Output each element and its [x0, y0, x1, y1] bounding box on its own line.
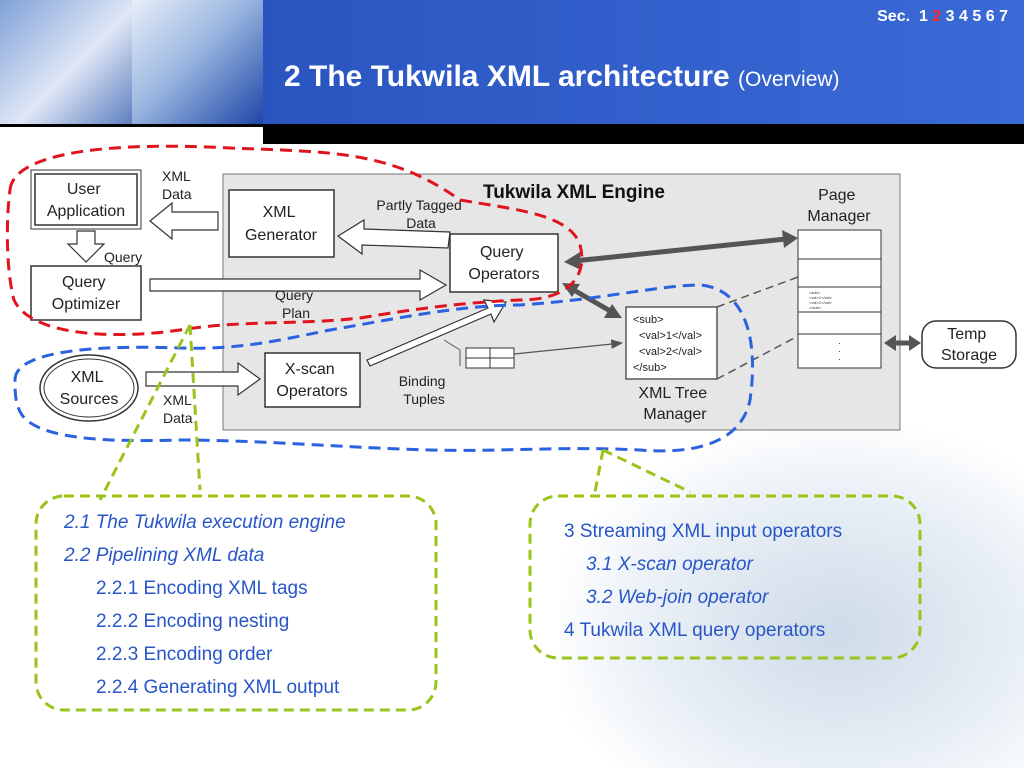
partly-tagged-data-label: Partly Tagged Data — [376, 197, 465, 231]
section-page-1[interactable]: 1 — [918, 8, 928, 25]
section-page-6[interactable]: 6 — [985, 8, 995, 25]
outline-right-item-2[interactable]: 3.1 X-scan operator — [586, 554, 753, 575]
section-label: Sec. — [877, 8, 911, 25]
user-application-box: User Application — [30, 169, 142, 230]
green-connector-left — [98, 324, 202, 501]
svg-text:·: · — [838, 338, 841, 348]
outline-left-item-5[interactable]: 2.2.3 Encoding order — [96, 644, 273, 665]
query-plan-arrow — [149, 268, 448, 302]
section-navigator: Sec. 1 2 3 4 5 6 7 — [877, 8, 1008, 26]
xml-tree-box: <sub> <val>1</val> <val>2</val> </sub> — [625, 306, 718, 380]
query-optimizer-box: Query Optimizer — [30, 265, 142, 321]
xml-tree-manager-label: XML Tree Manager — [638, 385, 711, 423]
svg-text:User Application: User Application — [47, 181, 125, 220]
svg-text:·: · — [838, 354, 841, 364]
query-label: Query — [104, 249, 142, 265]
xscan-operators-box: X-scan Operators — [264, 352, 361, 408]
svg-text:Query Optimizer: Query Optimizer — [52, 274, 121, 313]
header-photo-laptop — [0, 0, 132, 124]
header-photo-mouse — [132, 0, 263, 124]
svg-text:<val>2</val>: <val>2</val> — [809, 300, 833, 305]
section-page-5[interactable]: 5 — [972, 8, 982, 25]
slide-title-main: 2 The Tukwila XML architecture — [284, 60, 730, 93]
outline-left-item-3[interactable]: 2.2.1 Encoding XML tags — [96, 578, 308, 599]
outline-left-item-4[interactable]: 2.2.2 Encoding nesting — [96, 611, 290, 632]
svg-text:XML Generator: XML Generator — [245, 204, 318, 244]
svg-text:<val>1</val>: <val>1</val> — [809, 295, 833, 300]
svg-text:<sub> <val>1</val>: <sub> <val>1</val> <val>2</val> </sub> — [633, 314, 705, 374]
header-band — [263, 0, 1024, 124]
header-divider-left — [0, 124, 263, 127]
xml-generator-box: XML Generator — [228, 189, 335, 258]
background-photo — [560, 430, 1024, 768]
svg-text:Query Operators: Query Operators — [468, 244, 539, 283]
xml-sources-arrow — [145, 361, 262, 397]
slide-title: 2 The Tukwila XML architecture (Overview… — [284, 60, 840, 94]
query-operators-box: Query Operators — [449, 233, 559, 293]
xml-data-arrow-left — [149, 201, 219, 241]
page-temp-arrow — [884, 335, 921, 351]
page-manager-label: Page Manager — [807, 187, 871, 225]
partly-tagged-arrow — [336, 218, 451, 256]
user-application-line2: Application — [47, 203, 125, 220]
xml-sources-node: XML Sources — [39, 354, 139, 422]
tree-page-link-bottom — [716, 335, 799, 380]
page-manager-stack: <sub> <val>1</val> <val>2</val> </sub> ·… — [797, 229, 882, 369]
left-outline-box — [34, 494, 438, 712]
query-arrow-down — [66, 230, 106, 263]
header-divider — [263, 124, 1024, 144]
query-plan-label: Query Plan — [275, 287, 317, 321]
xml-data-bottom-label: XML Data — [163, 392, 195, 426]
outline-left-item-1[interactable]: 2.1 The Tukwila execution engine — [64, 512, 346, 533]
tree-page-link-top — [716, 276, 799, 308]
xscan-to-operators-arrow — [366, 299, 508, 367]
operators-page-manager-arrow — [564, 230, 798, 270]
outline-left-item-6[interactable]: 2.2.4 Generating XML output — [96, 677, 340, 698]
section-page-7[interactable]: 7 — [999, 8, 1008, 25]
section-page-3[interactable]: 3 — [945, 8, 955, 25]
binding-tuples-arrow — [513, 339, 624, 355]
outline-right-item-1[interactable]: 3 Streaming XML input operators — [564, 521, 843, 542]
blue-dashed-region — [13, 283, 755, 453]
svg-text:XML Sources: XML Sources — [60, 369, 119, 408]
temp-storage-box: Temp Storage — [921, 320, 1017, 369]
binding-tuples-label: Binding Tuples — [399, 373, 450, 407]
outline-left-item-2[interactable]: 2.2 Pipelining XML data — [64, 545, 265, 566]
section-page-4[interactable]: 4 — [959, 8, 968, 25]
outline-right-item-4[interactable]: 4 Tukwila XML query operators — [564, 620, 826, 641]
svg-text:Temp Storage: Temp Storage — [941, 326, 997, 364]
svg-text:</sub>: </sub> — [809, 305, 822, 310]
xml-data-top-label: XML Data — [162, 168, 194, 202]
binding-tuples-bracket — [443, 339, 461, 366]
right-outline-box — [528, 494, 922, 660]
outline-right-item-3[interactable]: 3.2 Web-join operator — [586, 587, 769, 608]
engine-title: Tukwila XML Engine — [483, 182, 665, 203]
svg-text:<sub>: <sub> — [809, 290, 821, 295]
green-connector-right — [593, 448, 691, 494]
svg-text:·: · — [838, 346, 841, 356]
user-application-line1: User — [67, 181, 101, 198]
binding-tuples-table — [465, 347, 515, 369]
red-dashed-region — [5, 144, 584, 337]
slide-title-sub: (Overview) — [738, 68, 840, 91]
section-page-2-current[interactable]: 2 — [932, 8, 942, 25]
svg-text:X-scan Operators: X-scan Operators — [276, 361, 347, 400]
